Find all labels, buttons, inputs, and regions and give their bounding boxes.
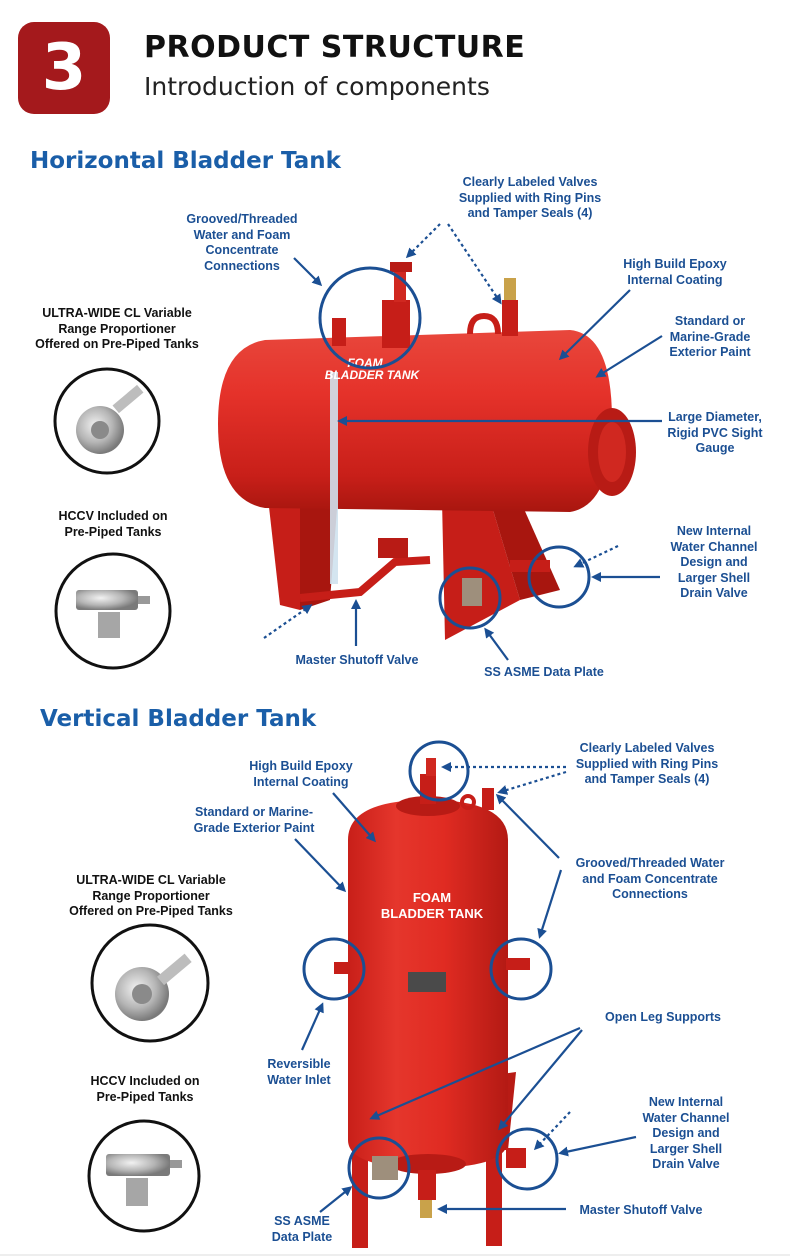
vertical-proportioner-inset — [90, 923, 210, 1043]
label-v-legs: Open Leg Supports — [605, 1010, 721, 1024]
vertical-tank-text-2: BLADDER TANK — [381, 906, 484, 921]
arrow-v-valves-dotted-2 — [497, 770, 567, 795]
vertical-tank-text-1: FOAM — [413, 890, 451, 905]
arrow-valves-dotted-2 — [447, 223, 502, 305]
page-title: PRODUCT STRUCTURE — [144, 30, 526, 65]
horizontal-callout-circle-connections — [318, 266, 422, 370]
arrow-paint — [595, 335, 663, 378]
arrow-v-channel — [558, 1135, 637, 1157]
arrow-v-plate — [319, 1186, 353, 1213]
horizontal-tank-text-2: BLADDER TANK — [325, 368, 421, 382]
section-number-badge: 3 — [18, 22, 110, 114]
horizontal-sight-gauge — [330, 372, 338, 584]
horizontal-leg-left — [268, 498, 300, 610]
arrow-v-grooved-1 — [495, 793, 560, 859]
arrow-epoxy — [558, 289, 631, 361]
vertical-callout-circle-drain — [495, 1127, 559, 1191]
arrow-v-epoxy — [332, 792, 376, 843]
horizontal-section-title: Horizontal Bladder Tank — [30, 148, 341, 174]
horizontal-tank: FOAM BLADDER TANK — [218, 262, 636, 640]
horizontal-hccv-inset — [54, 552, 172, 670]
label-v-shutoff: Master Shutoff Valve — [579, 1203, 703, 1217]
arrow-drain-dotted — [573, 545, 619, 568]
arrow-v-inlet — [300, 1002, 324, 1051]
label-h-plate: SS ASME Data Plate — [484, 665, 604, 679]
arrow-v-drain-dotted — [533, 1111, 571, 1151]
label-v-paint: Standard or Marine-Grade Exterior Paint — [193, 805, 315, 835]
vertical-leg-left — [352, 1150, 368, 1248]
page-subtitle: Introduction of components — [144, 72, 490, 101]
arrow-shutoff-dotted — [263, 604, 313, 639]
arrow-valves-dotted-1 — [405, 223, 441, 259]
arrow-v-grooved-2 — [537, 869, 563, 939]
arrow-v-legs-1 — [369, 1026, 581, 1120]
vertical-leg-right — [486, 1150, 502, 1246]
label-h-shutoff: Master Shutoff Valve — [295, 653, 419, 667]
vertical-callout-circle-plate — [347, 1136, 411, 1200]
horizontal-callout-circle-plate — [438, 566, 502, 630]
vertical-section-title: Vertical Bladder Tank — [40, 706, 317, 732]
vertical-callout-circle-valves — [408, 740, 470, 802]
vertical-callout-circle-connections — [489, 937, 553, 1001]
horizontal-callout-circle-drain — [527, 545, 591, 609]
arrow-plate — [484, 627, 509, 661]
arrow-v-paint — [294, 838, 347, 893]
arrow-connections — [293, 257, 323, 287]
arrow-v-legs-2 — [498, 1029, 583, 1131]
vertical-callout-circle-inlet — [302, 937, 366, 1001]
horizontal-proportioner-inset — [53, 367, 161, 475]
footer-divider — [0, 1254, 790, 1256]
vertical-hccv-inset — [87, 1119, 201, 1233]
